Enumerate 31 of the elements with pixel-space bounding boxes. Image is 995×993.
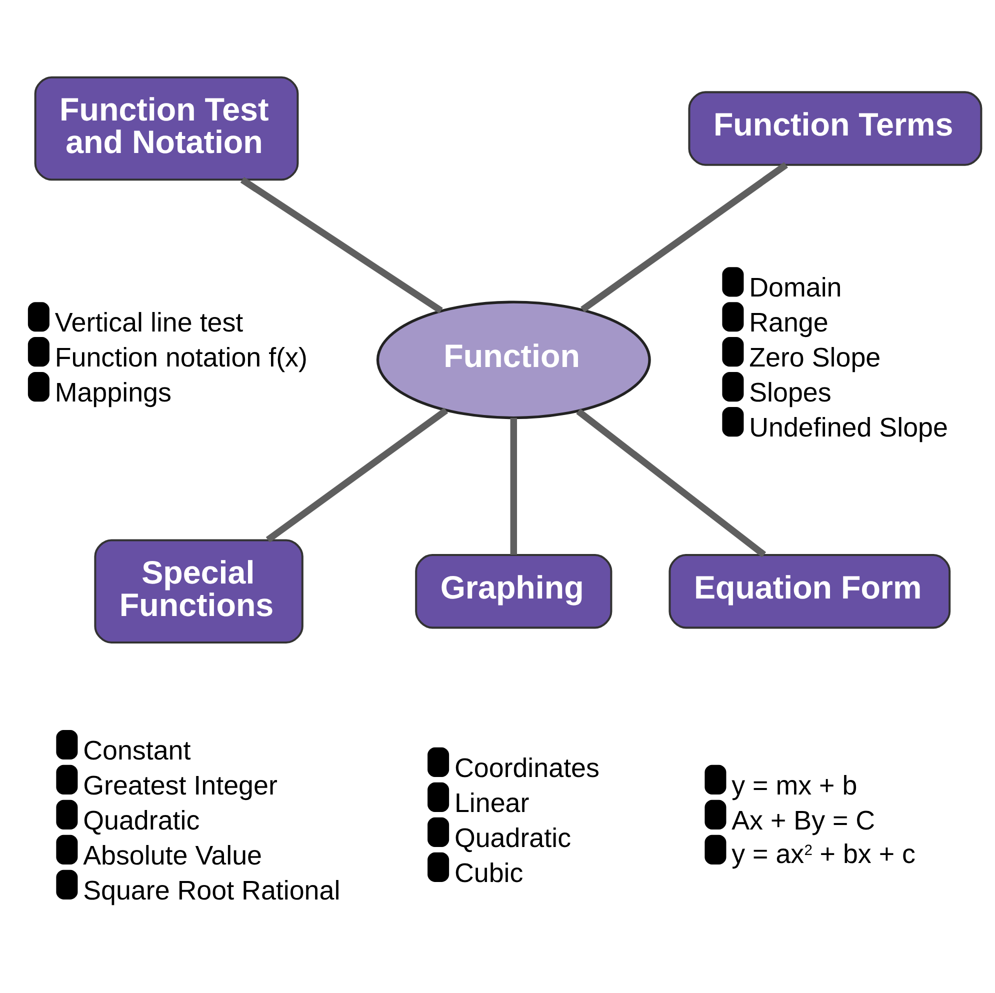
connector <box>576 408 766 558</box>
node-label: Range <box>749 308 828 338</box>
node-box: Special Functions <box>94 539 304 644</box>
node-label: Constant <box>83 736 191 766</box>
node-label: Coordinates <box>454 753 600 784</box>
connector <box>266 408 448 543</box>
node-label: Quadratic <box>83 806 200 836</box>
node-label: Undefined Slope <box>749 412 948 443</box>
node-label: Square Root Rational <box>83 875 340 906</box>
node-label: Vertical line test <box>54 308 244 338</box>
connector <box>510 418 517 555</box>
node-box: Function Test and Notation <box>34 76 299 181</box>
node-label: Greatest Integer <box>83 770 278 801</box>
node-box: Graphing <box>415 554 612 629</box>
node-box: Function Terms <box>688 91 982 166</box>
node-label: Function notation f(x) <box>54 342 308 373</box>
node-label: Domain <box>749 272 842 303</box>
node-label: Mappings <box>54 378 172 408</box>
node-box: Equation Form <box>668 554 951 629</box>
node-label: Ax + By = C <box>732 806 876 836</box>
node-label: Slopes <box>749 378 832 408</box>
node-label: y = mx + b <box>732 770 858 801</box>
node-label: Zero Slope <box>749 342 881 373</box>
node-ellipse: Function <box>376 300 651 420</box>
node-label: Quadratic <box>454 823 572 853</box>
node-label: Linear <box>454 788 530 818</box>
node-label: y = ax$^{2}$ + bx + c <box>732 839 916 870</box>
node-label: Cubic <box>454 858 524 888</box>
connector <box>580 162 788 312</box>
node-label: Absolute Value <box>83 840 262 870</box>
connector <box>240 176 443 314</box>
